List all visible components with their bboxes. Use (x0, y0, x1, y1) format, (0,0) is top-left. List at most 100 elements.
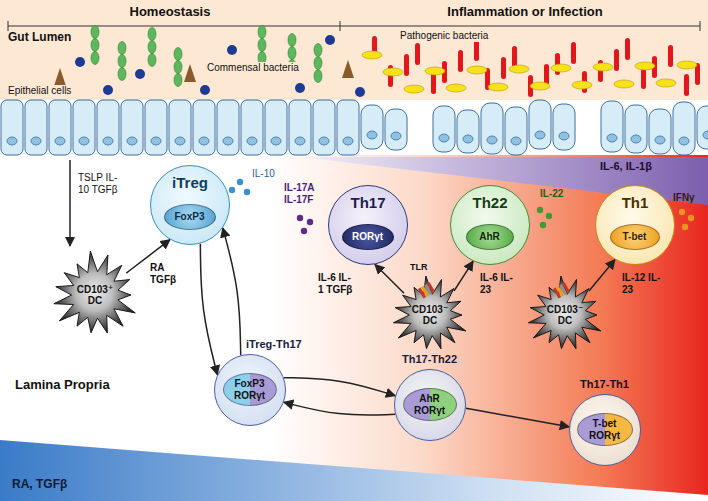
cell-label: CD103⁻ DC (541, 304, 589, 327)
dendritic-cell-body (393, 276, 465, 349)
figure-label: Pathogenic bacteria (398, 30, 490, 42)
pathogenic-bacterium (474, 39, 479, 61)
cell-name: Th17 (329, 194, 407, 211)
cytokine-dot (537, 207, 543, 213)
epithelial-cell (625, 105, 647, 153)
commensal-bacterium (118, 68, 126, 81)
commensal-bacterium (258, 39, 266, 52)
cell-nucleus (391, 132, 401, 140)
cell-nucleus (535, 131, 545, 139)
inflammation-gradient (0, 155, 708, 501)
pathogenic-bacterium (656, 79, 676, 87)
epithelial-cell (649, 109, 671, 154)
cell-nucleus (367, 131, 377, 139)
commensal-bacterium (148, 54, 156, 67)
cell-nucleus: FoxP3 (164, 204, 216, 230)
pathogenic-bacterium (572, 81, 592, 89)
cell-name: Th17-Th22 (402, 353, 457, 366)
cytokine-dot (301, 228, 307, 234)
lumen-ground (0, 0, 708, 100)
pathogenic-bacterium (641, 67, 646, 89)
pathogenic-bacterium (530, 82, 550, 90)
pathogenic-bacterium (404, 54, 409, 76)
cytokine-dot (688, 215, 694, 221)
edge-label: IL-12 IL-23 (622, 272, 662, 295)
pathogenic-bacterium (551, 64, 571, 72)
header-tick (340, 21, 341, 31)
commensal-bacterium (91, 26, 99, 39)
pathogenic-bacterium (593, 63, 613, 71)
cell-nucleus (247, 137, 257, 145)
commensal-bacterium (135, 69, 145, 79)
pathogenic-bacterium (571, 42, 576, 64)
figure-label: IL-10 (252, 168, 275, 180)
header-rule (8, 26, 700, 27)
cytokine-dot (682, 224, 688, 230)
commensal-bacterium (174, 74, 182, 87)
commensal-bacterium (118, 42, 126, 55)
epithelial-cell (601, 101, 623, 152)
cell-nucleus (319, 137, 329, 145)
epithelial-cell (673, 102, 695, 155)
pathogenic-bacterium (625, 38, 630, 60)
tlr-receptor (418, 282, 435, 298)
connector-arrow (284, 402, 395, 415)
pathogenic-bacterium (614, 49, 619, 71)
pathogenic-bacterium (635, 62, 655, 70)
commensal-bacterium (314, 70, 322, 83)
epithelial-cell (97, 100, 119, 155)
pathogenic-bacterium (467, 66, 487, 74)
cell-nucleus: T-bet (610, 224, 660, 250)
connector-arrow (375, 264, 404, 293)
commensal-bacterium (314, 57, 322, 70)
nucleus-label: AhR RORγt (409, 393, 451, 416)
commensal-bacterium (118, 55, 126, 68)
figure-label: Inflammation or Infection (447, 5, 602, 20)
commensal-bacterium (342, 60, 354, 78)
epithelial-cell (217, 100, 239, 155)
figure-label: Gut Lumen (6, 31, 73, 45)
t-cell: FoxP3iTreg (150, 165, 230, 245)
pathogenic-bacterium (614, 80, 634, 88)
figure-label: RA, TGFβ (12, 478, 67, 492)
header-tick (700, 21, 701, 31)
epithelial-cell (145, 100, 167, 155)
cell-nucleus (103, 137, 113, 145)
commensal-bacterium (148, 41, 156, 54)
receptor-stripe (427, 282, 435, 293)
t-cell: AhR RORγtTh17-Th22 (394, 369, 466, 441)
pathogenic-bacterium (415, 43, 420, 65)
cell-nucleus: T-bet RORγt (577, 413, 633, 446)
commensal-bacterium (288, 47, 296, 60)
commensal-bacterium (174, 61, 182, 74)
epithelial-cell (505, 107, 527, 155)
figure-label: IL-22 (540, 188, 563, 200)
cytokine-dot (540, 222, 546, 228)
nucleus-label: FoxP3 (174, 211, 204, 223)
commensal-bacterium (91, 39, 99, 52)
cell-nucleus (31, 137, 41, 145)
commensal-bacterium (200, 85, 210, 95)
epithelial-cell (49, 100, 71, 155)
header-tick (8, 21, 9, 31)
cell-nucleus (679, 137, 689, 145)
epithelial-cell (433, 106, 455, 152)
cytokine-dot (546, 213, 552, 219)
cell-nucleus: AhR (466, 224, 514, 250)
pathogenic-bacterium (668, 45, 673, 67)
edge-label: IL-6 IL-1 TGFβ (318, 272, 356, 295)
connector-arrow (589, 260, 615, 291)
epithelial-cell (289, 100, 311, 155)
pathogenic-bacterium (677, 61, 697, 69)
commensal-bacterium (314, 44, 322, 57)
figure-label: IL-6, IL-1β (600, 160, 652, 173)
t-cell: T-bet Th1 (595, 185, 675, 265)
cell-nucleus (487, 136, 497, 144)
commensal-bacterium (174, 48, 182, 61)
commensal-bacterium (258, 26, 266, 39)
cell-name: Th1 (596, 194, 674, 211)
cell-nucleus (631, 135, 641, 143)
cell-nucleus (127, 137, 137, 145)
cell-nucleus: RORγt (342, 224, 394, 250)
